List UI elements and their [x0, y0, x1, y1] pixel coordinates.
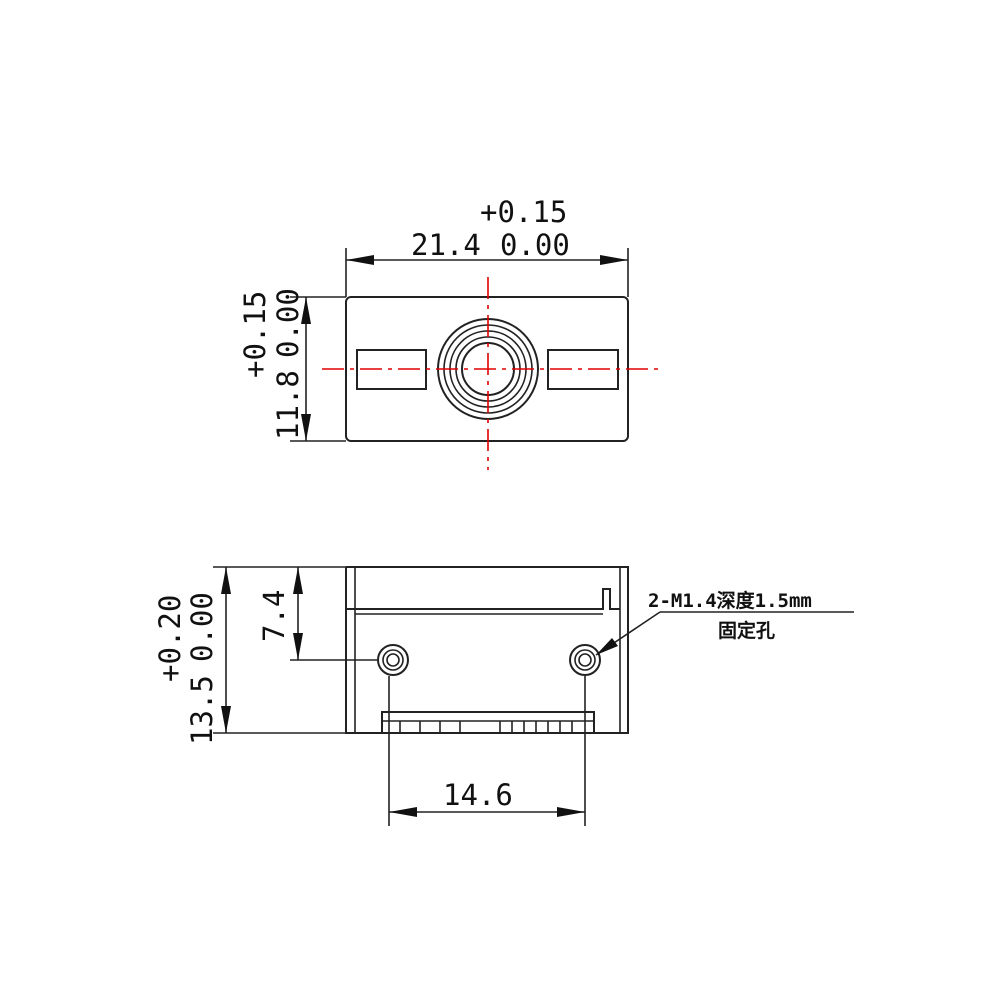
side-height-dimension: +0.20 0.00 13.5	[153, 566, 346, 745]
top-width-tol-upper: +0.15	[480, 195, 567, 229]
side-height-tol-lower: 0.00	[185, 592, 219, 662]
hole-spacing-value: 14.6	[443, 778, 513, 812]
top-height-nominal: 11.8	[271, 370, 305, 440]
top-width-dimension: +0.15 21.4 0.00	[345, 195, 629, 297]
connector-strip	[381, 711, 595, 734]
hole-note-line2: 固定孔	[718, 619, 775, 642]
top-width-tol-lower: 0.00	[500, 228, 570, 262]
hole-offset-value: 7.4	[257, 590, 291, 642]
side-view-body	[345, 566, 629, 734]
left-mounting-hole	[377, 644, 409, 676]
top-view: +0.15 21.4 0.00 +0.15 0.00 11.8	[238, 195, 662, 470]
hole-note-line1: 2-M1.4深度1.5mm	[648, 589, 812, 612]
hole-spacing-dimension: 14.6	[388, 676, 586, 826]
side-height-tol-upper: +0.20	[153, 595, 187, 682]
right-mounting-hole	[569, 644, 601, 676]
top-groove	[346, 588, 620, 610]
side-view: +0.20 0.00 13.5 7.4 14.6 2-M1.4深度1.5mm	[153, 566, 854, 826]
hole-offset-dimension: 7.4	[257, 567, 378, 661]
top-width-nominal: 21.4	[411, 228, 481, 262]
top-height-dimension: +0.15 0.00 11.8	[238, 288, 346, 442]
top-height-tol-lower: 0.00	[271, 288, 305, 358]
hole-note-callout: 2-M1.4深度1.5mm 固定孔	[595, 589, 854, 656]
top-height-tol-upper: +0.15	[238, 291, 272, 378]
side-height-nominal: 13.5	[185, 675, 219, 745]
